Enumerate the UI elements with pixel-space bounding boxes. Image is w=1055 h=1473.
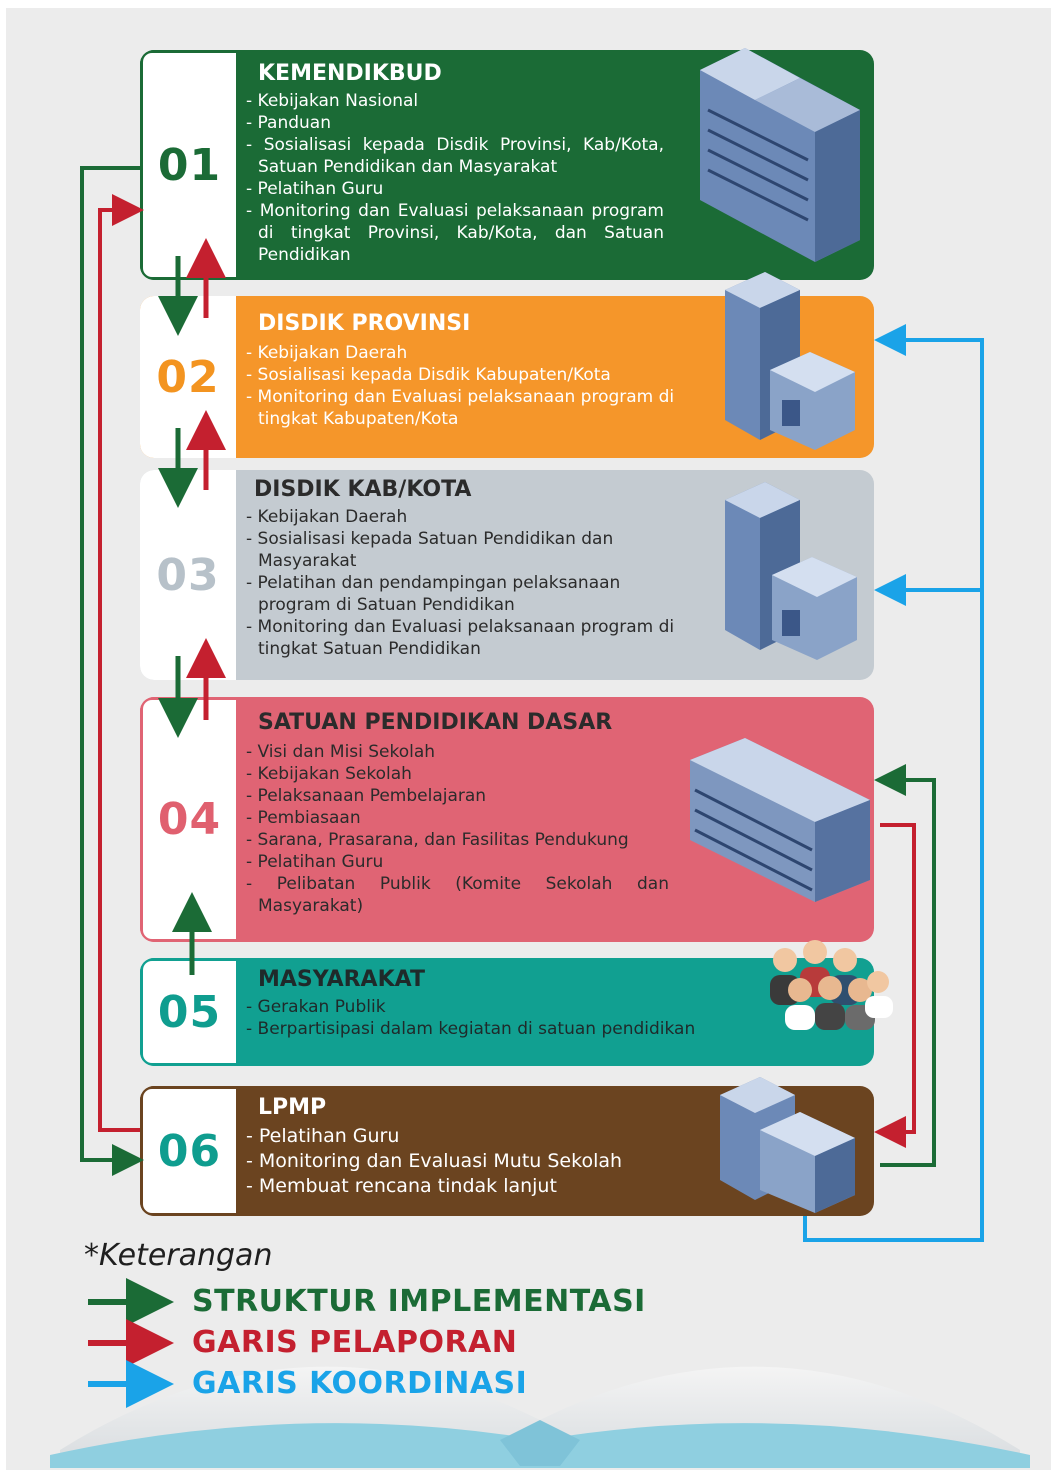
list-item: Berpartisipasi dalam kegiatan di satuan … [244, 1018, 864, 1040]
list-item: Sosialisasi kepada Disdik Kabupaten/Kota [244, 364, 704, 386]
step-title: SATUAN PENDIDIKAN DASAR [258, 710, 613, 735]
office-building-icon [700, 48, 860, 262]
office-building-icon [725, 272, 855, 450]
implementation-arrow [158, 256, 212, 975]
step-items: Kebijakan Nasional Panduan Sosialisasi k… [244, 90, 664, 266]
list-item: Sosialisasi kepada Satuan Pendidikan dan… [244, 528, 684, 572]
step-title: DISDIK PROVINSI [258, 311, 471, 336]
step-number: 06 [157, 1125, 222, 1177]
people-group-icon [770, 940, 893, 1030]
step-items: Gerakan Publik Berpartisipasi dalam kegi… [244, 996, 864, 1040]
step-items: Pelatihan Guru Monitoring dan Evaluasi M… [244, 1124, 694, 1199]
school-building-icon [690, 738, 870, 902]
step-title: LPMP [258, 1095, 327, 1120]
step-content: KEMENDIKBUD Kebijakan Nasional Panduan S… [240, 60, 664, 266]
step-title: KEMENDIKBUD [258, 61, 442, 86]
step-number: 05 [157, 986, 222, 1038]
step-number: 03 [156, 549, 220, 601]
legend-title: *Keterangan [84, 1238, 273, 1273]
step-number-box: 05 [140, 958, 236, 1066]
list-item: Monitoring dan Evaluasi pelaksanaan prog… [244, 616, 684, 660]
list-item: Monitoring dan Evaluasi pelaksanaan prog… [244, 200, 664, 266]
list-item: Gerakan Publik [244, 996, 864, 1018]
list-item: Sosialisasi kepada Disdik Provinsi, Kab/… [244, 134, 664, 178]
coordination-line-right [803, 324, 984, 1242]
reporting-line-right [874, 823, 916, 1148]
step-title: DISDIK KAB/KOTA [254, 477, 472, 502]
list-item: Membuat rencana tindak lanjut [244, 1174, 694, 1199]
list-item: Pelatihan dan pendampingan pelaksanaan p… [244, 572, 684, 616]
step-number: 01 [157, 139, 222, 191]
list-item: Pelibatan Publik (Komite Sekolah dan Mas… [244, 873, 669, 917]
legend-label-reporting: GARIS PELAPORAN [192, 1325, 518, 1360]
list-item: Kebijakan Nasional [244, 90, 664, 112]
legend-arrows [88, 1278, 174, 1408]
step-card-satuan-pendidikan-dasar: 04 SATUAN PENDIDIKAN DASAR Visi dan Misi… [140, 697, 874, 942]
list-item: Panduan [244, 112, 664, 134]
step-content: LPMP Pelatihan Guru Monitoring dan Evalu… [240, 1094, 694, 1199]
list-item: Monitoring dan Evaluasi Mutu Sekolah [244, 1149, 694, 1174]
step-items: Kebijakan Daerah Sosialisasi kepada Satu… [244, 506, 684, 660]
step-items: Kebijakan Daerah Sosialisasi kepada Disd… [244, 342, 704, 430]
list-item: Pelaksanaan Pembelajaran [244, 785, 669, 807]
step-number-box: 06 [140, 1086, 236, 1216]
office-building-icon [725, 482, 857, 660]
list-item: Pelatihan Guru [244, 178, 664, 200]
step-number: 02 [156, 351, 220, 403]
list-item: Pelatihan Guru [244, 851, 669, 873]
implementation-line-left [80, 166, 144, 1176]
reporting-line-left [98, 194, 144, 1132]
office-building-icon [720, 1077, 855, 1213]
list-item: Kebijakan Daerah [244, 506, 684, 528]
list-item: Kebijakan Daerah [244, 342, 704, 364]
legend-label-coordination: GARIS KOORDINASI [192, 1366, 528, 1401]
list-item: Pembiasaan [244, 807, 669, 829]
list-item: Monitoring dan Evaluasi pelaksanaan prog… [244, 386, 704, 430]
legend-label-implementation: STRUKTUR IMPLEMENTASI [192, 1284, 646, 1319]
list-item: Kebijakan Sekolah [244, 763, 669, 785]
step-title: MASYARAKAT [258, 967, 425, 992]
step-card-masyarakat: 05 MASYARAKAT Gerakan Publik Berpartisip… [140, 958, 874, 1066]
list-item: Pelatihan Guru [244, 1124, 694, 1149]
step-content: DISDIK KAB/KOTA Kebijakan Daerah Sosiali… [240, 476, 684, 660]
list-item: Visi dan Misi Sekolah [244, 741, 669, 763]
step-content: SATUAN PENDIDIKAN DASAR Visi dan Misi Se… [240, 709, 669, 917]
list-item: Sarana, Prasarana, dan Fasilitas Penduku… [244, 829, 669, 851]
step-content: MASYARAKAT Gerakan Publik Berpartisipasi… [240, 966, 864, 1040]
step-content: DISDIK PROVINSI Kebijakan Daerah Sosiali… [240, 310, 704, 430]
step-number: 04 [157, 794, 222, 845]
step-items: Visi dan Misi Sekolah Kebijakan Sekolah … [244, 741, 669, 917]
implementation-line-right [874, 764, 936, 1167]
